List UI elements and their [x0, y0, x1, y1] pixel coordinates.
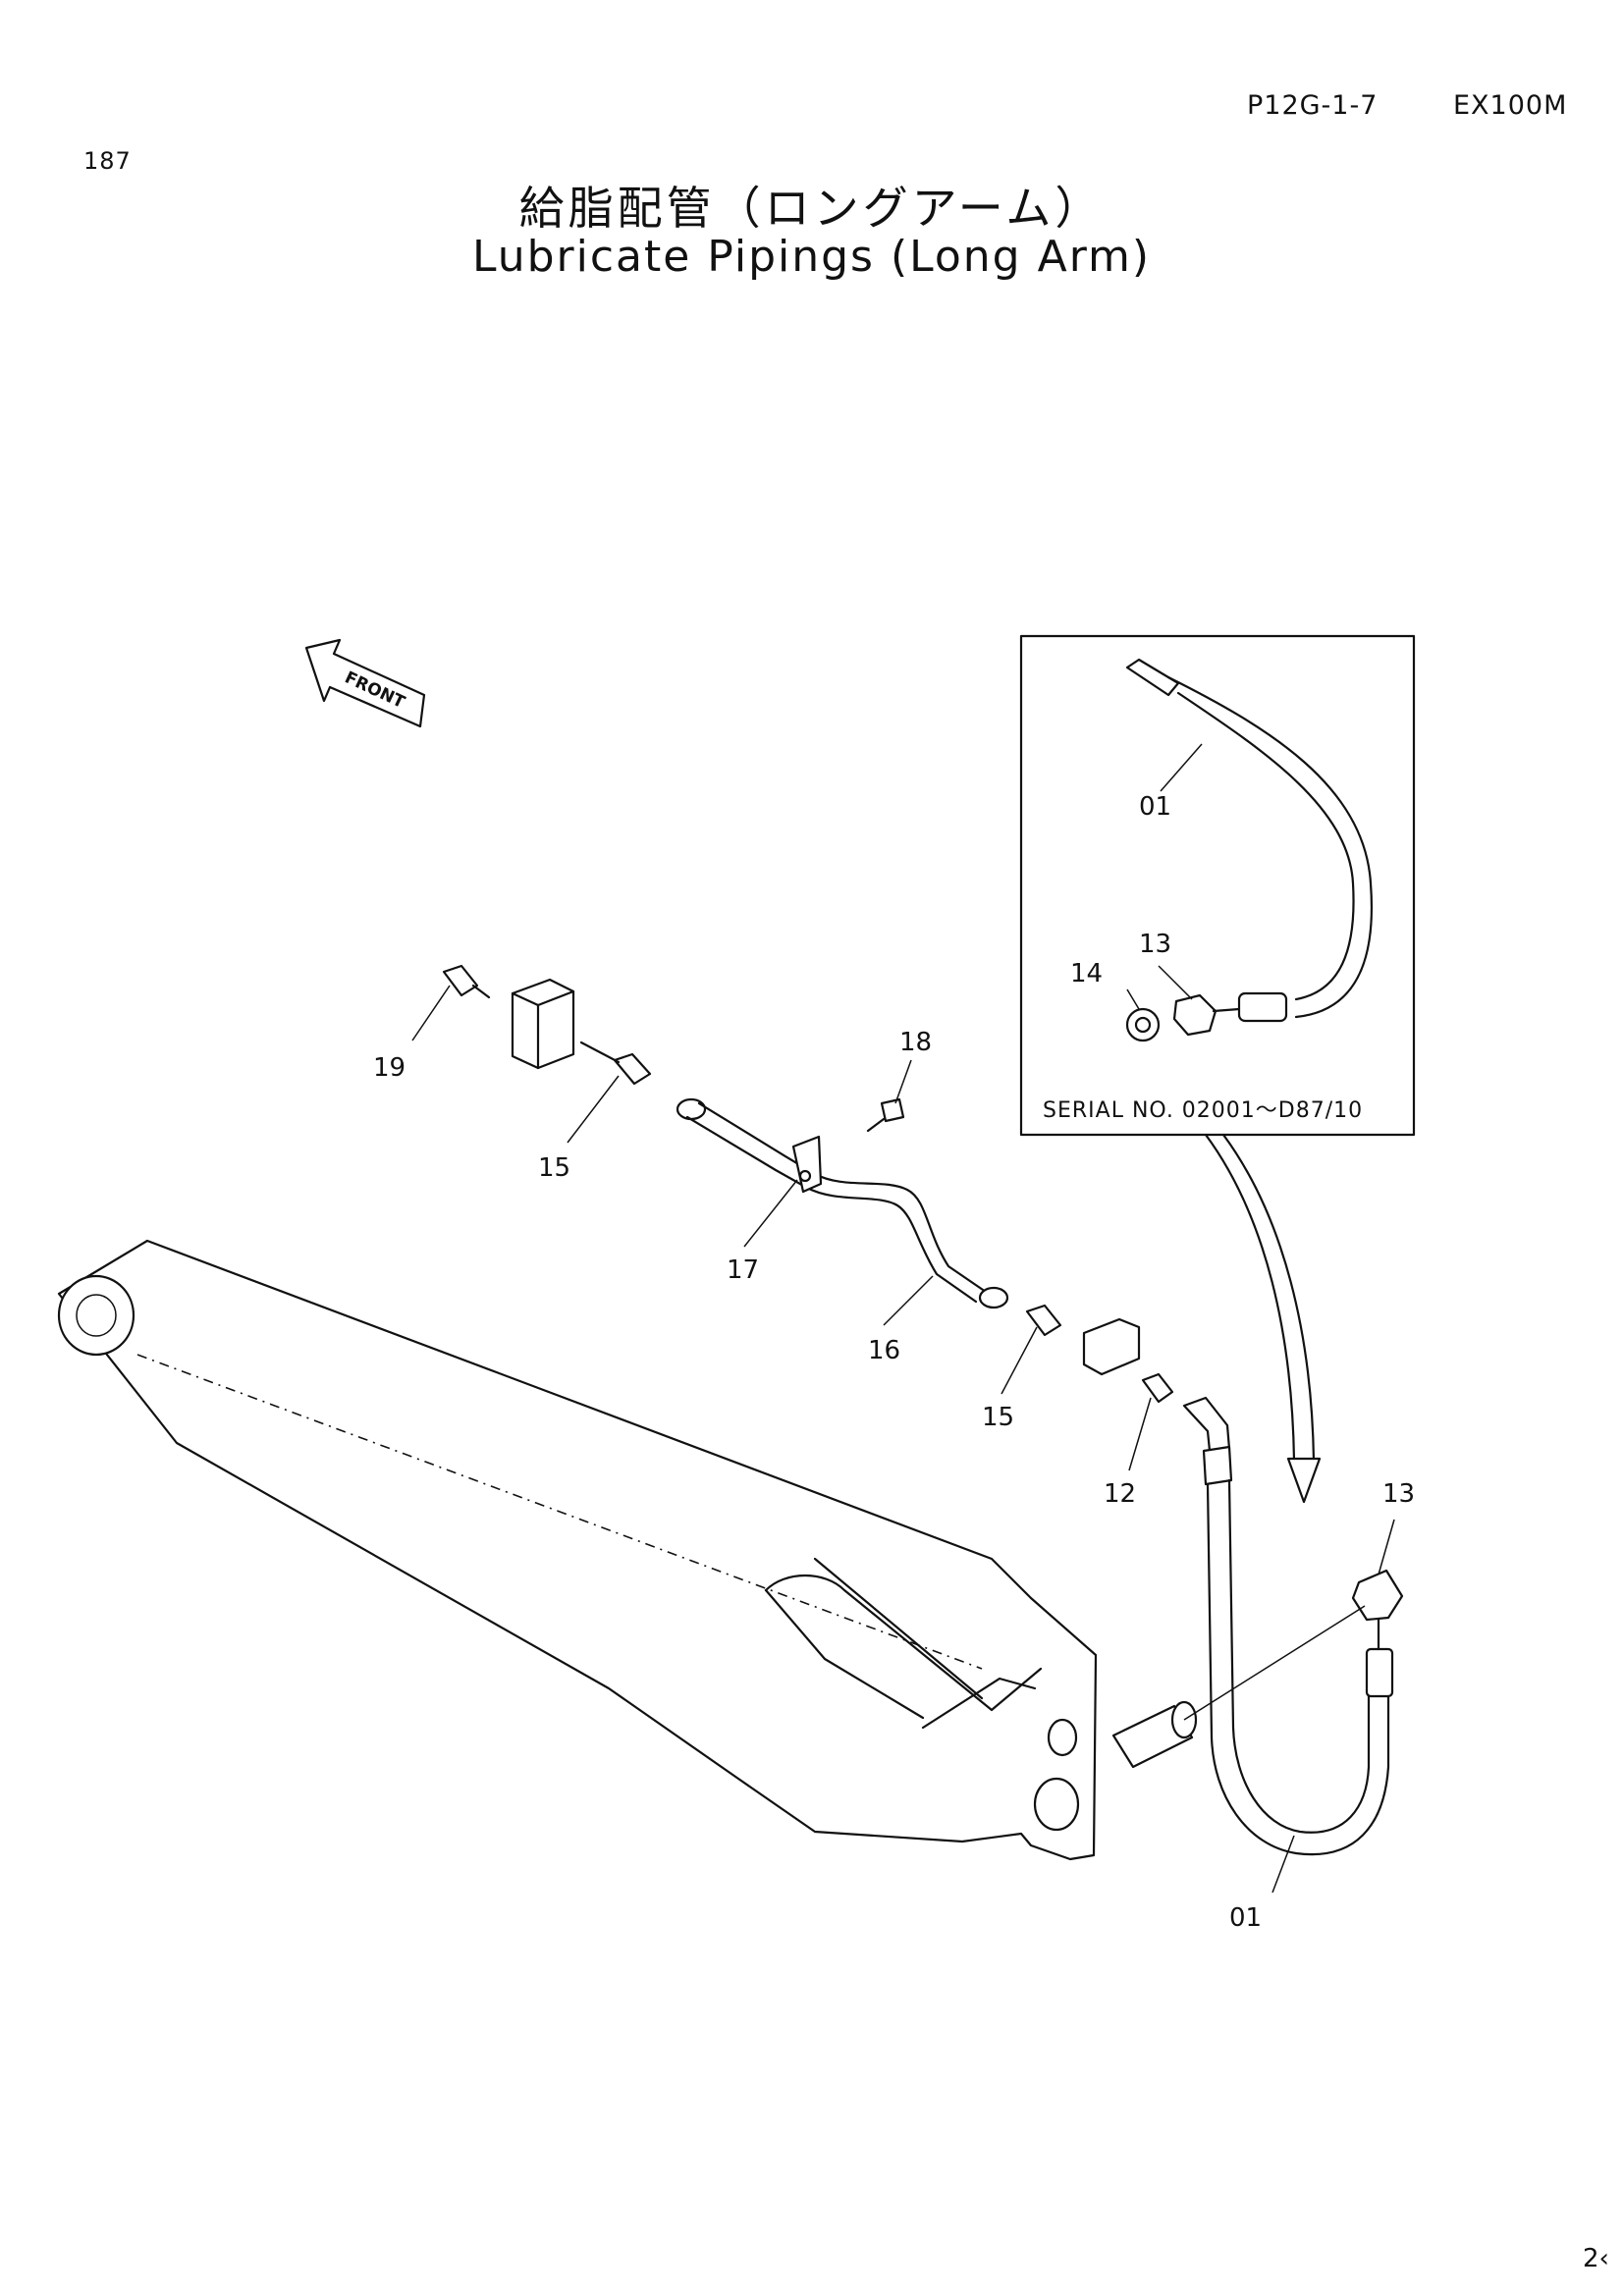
page-number: 187: [83, 147, 132, 175]
inset-callout-13: 13: [1139, 930, 1171, 959]
inset-callout-01: 01: [1139, 792, 1171, 822]
callout-16: 16: [868, 1336, 900, 1365]
callout-leaders: [411, 985, 1395, 1894]
serial-number-label: SERIAL NO. 02001～D87/10: [1043, 1098, 1363, 1123]
front-arrow-icon: FRONT: [304, 638, 426, 728]
upper-pipe-assembly: [442, 964, 1231, 1453]
callout-15-lower: 15: [982, 1403, 1014, 1432]
page-code: P12G-1-7: [1247, 90, 1379, 121]
model-name: EX100M: [1453, 90, 1568, 121]
callout-18: 18: [899, 1028, 932, 1057]
callout-12: 12: [1104, 1479, 1136, 1509]
callout-15-upper: 15: [538, 1153, 570, 1183]
long-arm: [57, 1239, 1098, 1861]
title-japanese: 給脂配管（ロングアーム）: [518, 182, 1105, 235]
inset-callout-14: 14: [1070, 959, 1103, 988]
inset-box: 01 13 14 SERIAL NO. 02001～D87/10: [1019, 634, 1416, 1137]
callout-13: 13: [1382, 1479, 1415, 1509]
callout-01: 01: [1229, 1903, 1262, 1933]
grease-pin: [1111, 1700, 1198, 1769]
corner-page-number: 2‹: [1583, 2244, 1609, 2273]
reference-arrow: [1204, 1133, 1322, 1504]
callout-19: 19: [373, 1053, 406, 1083]
main-hose: [1202, 1445, 1404, 1856]
callout-17: 17: [727, 1255, 759, 1285]
title-english: Lubricate Pipings (Long Arm): [471, 232, 1152, 282]
